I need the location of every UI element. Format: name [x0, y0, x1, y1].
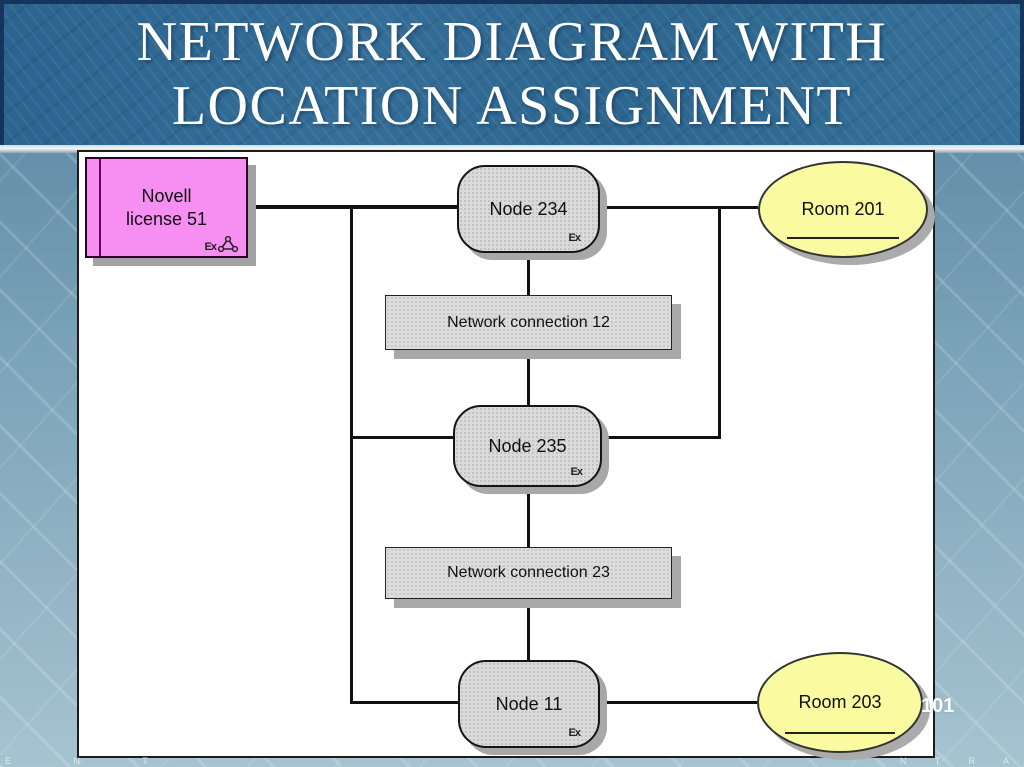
ex-marker-label: Ex — [568, 232, 582, 244]
room-201: Room 201 — [758, 161, 928, 258]
novell-label-line-1: Novell — [141, 186, 192, 206]
node-11-label: Node 11 — [495, 693, 563, 714]
novell-label-line-2: license 51 — [125, 208, 208, 229]
edge-nc23-node11 — [527, 599, 530, 660]
slide-title-line-1: NETWORK DIAGRAM WITH — [136, 10, 888, 73]
node-11: Node 11 Ex — [458, 660, 600, 748]
edge-node11-room203 — [600, 701, 757, 704]
application-box-novell-license: Novell license 51 Ex — [85, 157, 248, 258]
network-connection-23-label: Network connection 23 — [447, 564, 610, 581]
network-connection-23-box: Network connection 23 — [385, 547, 672, 599]
network-connection-12-label: Network connection 12 — [447, 313, 610, 331]
room-underline — [784, 732, 896, 734]
watermark-left: E N T — [5, 756, 178, 766]
room-underline — [786, 237, 900, 239]
application-box-inner-line — [99, 159, 101, 256]
ex-marker-label: Ex — [204, 241, 218, 253]
room-203-label: Room 203 — [798, 692, 882, 712]
node-235-label: Node 235 — [488, 435, 567, 456]
ex-marker-label: Ex — [568, 727, 582, 739]
novell-marker: Ex — [205, 235, 239, 253]
edge-right-bus-vertical — [718, 206, 721, 439]
edge-node235-rightbus — [602, 436, 721, 439]
title-banner: NETWORK DIAGRAM WITH LOCATION ASSIGNMENT — [0, 0, 1024, 145]
edge-left-bus-vertical — [350, 206, 353, 704]
room-203: Room 203 — [757, 652, 923, 753]
node-235: Node 235 Ex — [453, 405, 602, 487]
banner-divider — [0, 145, 1024, 153]
edge-nc12-node235 — [527, 350, 530, 405]
node-234-label: Node 234 — [489, 198, 568, 219]
ex-marker-label: Ex — [570, 466, 584, 478]
edge-leftbus-node235 — [350, 436, 453, 439]
diagram-panel: Novell license 51 Ex Node 234 Ex Room 20… — [77, 150, 935, 758]
edge-leftbus-node11 — [350, 701, 458, 704]
node-234: Node 234 Ex — [457, 165, 600, 253]
slide-title-line-2: LOCATION ASSIGNMENT — [171, 74, 853, 137]
room-201-label: Room 201 — [801, 199, 885, 219]
edge-node234-room201 — [600, 206, 758, 209]
edge-node235-nc23 — [527, 487, 530, 547]
network-triangle-icon — [217, 235, 239, 253]
page-number: 101 — [921, 695, 955, 717]
edge-node234-nc12 — [527, 253, 530, 295]
network-connection-12-box: Network connection 12 — [385, 295, 672, 350]
watermark-right: N T R A — [899, 756, 1022, 766]
